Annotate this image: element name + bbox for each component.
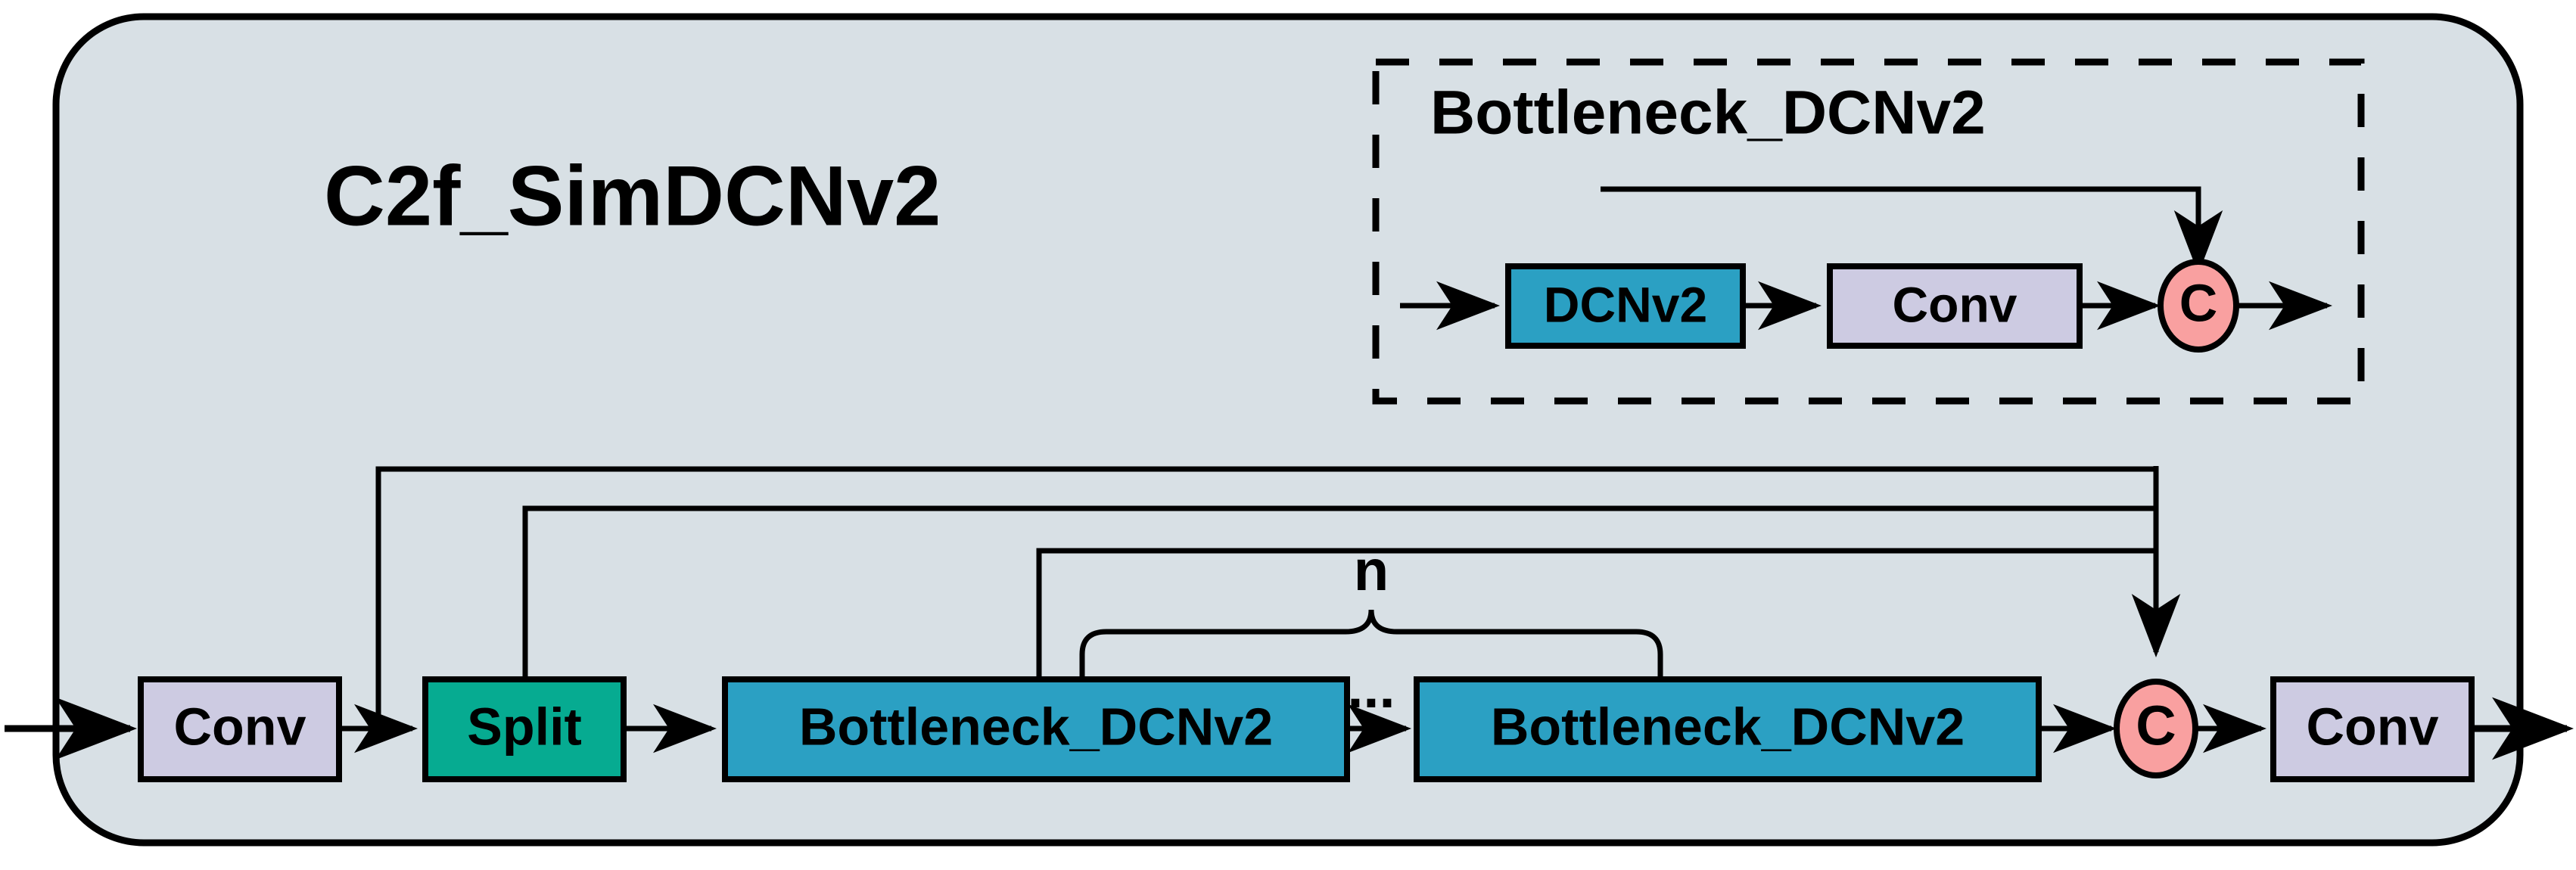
concat-label: C — [2136, 694, 2176, 757]
repeat-count-label: n — [1354, 539, 1389, 603]
inset-dashed-border — [1372, 58, 2365, 405]
skip-edge-split-to-concat — [522, 505, 2158, 688]
outer-panel — [52, 13, 2524, 847]
ellipsis-label: ... — [1347, 656, 1395, 720]
block-split[interactable] — [422, 676, 627, 782]
inset-concat-label: C — [2179, 273, 2218, 332]
page-title: C2f_SimDCNv2 — [324, 149, 941, 244]
block-bottleneck-n-label: Bottleneck_DCNv2 — [1491, 697, 1965, 756]
inset-block-conv[interactable] — [1827, 263, 2083, 349]
inset-title: Bottleneck_DCNv2 — [1430, 79, 1986, 148]
skip-edge-conv-to-concat — [375, 466, 2158, 728]
block-conv-in[interactable] — [138, 676, 342, 782]
repeat-brace — [1079, 609, 1663, 692]
inset-skip-edge — [1601, 186, 2223, 274]
block-bottleneck-1-label: Bottleneck_DCNv2 — [799, 697, 1273, 756]
block-conv-out[interactable] — [2270, 676, 2475, 782]
skip-edge-bottleneck1-to-concat — [1036, 548, 2158, 688]
block-conv-in-label: Conv — [174, 697, 306, 756]
block-split-label: Split — [467, 697, 582, 756]
inset-block-dcnv2[interactable] — [1505, 263, 1746, 349]
block-bottleneck-1[interactable] — [722, 676, 1350, 782]
inset-block-conv-label: Conv — [1893, 276, 2018, 332]
block-conv-out-label: Conv — [2307, 697, 2439, 756]
inset-block-dcnv2-label: DCNv2 — [1544, 276, 1707, 332]
